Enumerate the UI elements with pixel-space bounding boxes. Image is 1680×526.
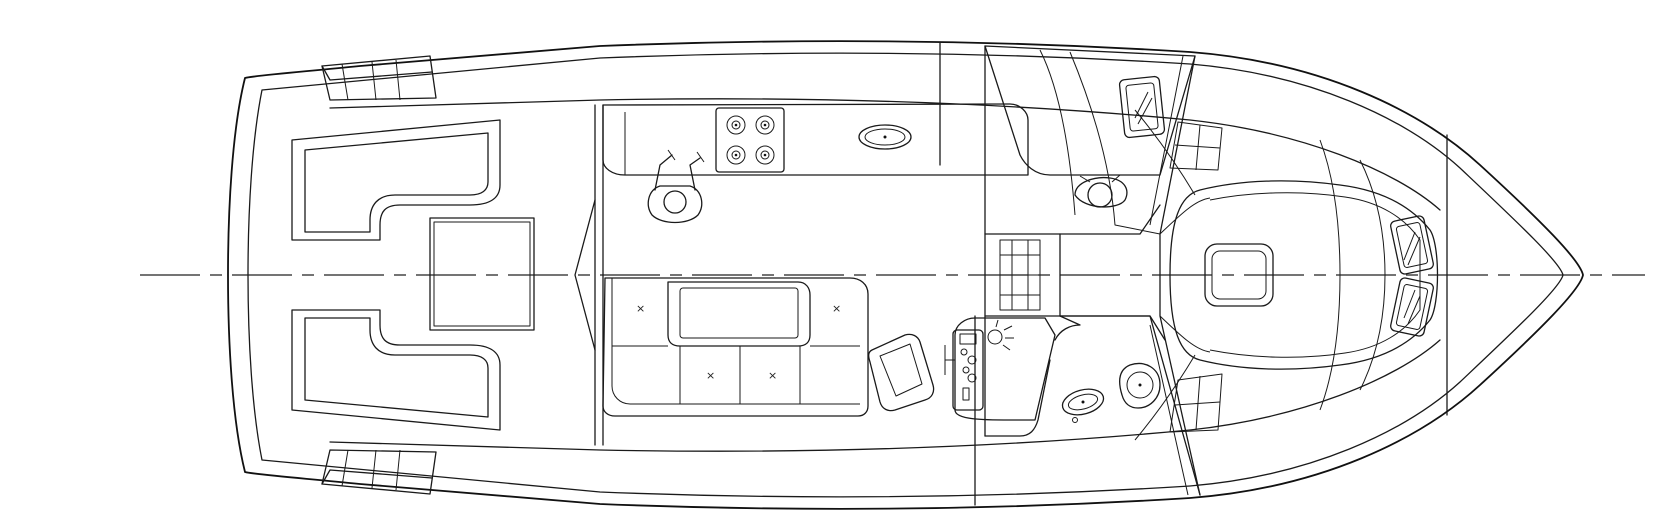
lamp-icon — [987, 319, 1014, 351]
hull-outline — [227, 40, 1584, 510]
locker-grid-top — [1169, 121, 1223, 171]
toilet-icon — [1118, 362, 1161, 409]
fwd-hatch-top — [1390, 215, 1434, 275]
galley — [602, 103, 1029, 176]
port-cabinet — [984, 359, 1051, 437]
seat-cross: × — [768, 369, 777, 382]
stove-icon — [715, 107, 785, 173]
helm-bulkhead — [939, 41, 986, 506]
hull — [227, 40, 1584, 510]
companionway — [984, 204, 1166, 341]
fwd-hatch-bottom — [1390, 277, 1434, 337]
head-starboard — [984, 45, 1196, 235]
toilet-icon — [1074, 174, 1128, 208]
sink-icon — [858, 124, 912, 150]
cockpit-seating — [291, 119, 501, 431]
deck-edge — [247, 52, 1564, 498]
helm-panel-icon — [944, 317, 1056, 421]
person-icon — [647, 149, 705, 224]
cabin-top-starboard — [329, 98, 1441, 211]
aft-steps-bottom — [321, 449, 437, 495]
v-berth — [1134, 109, 1439, 441]
dinette: × × × × — [602, 277, 869, 417]
seat-cross: × — [832, 302, 841, 315]
aft-steps-top — [321, 55, 437, 101]
head-port — [1054, 315, 1201, 496]
seat-cross: × — [706, 369, 715, 382]
cabin-top-port — [329, 339, 1441, 452]
helm-seat — [868, 333, 935, 412]
cockpit-hatch — [429, 217, 535, 331]
locker-grid-bottom — [1169, 373, 1223, 433]
seat-cross: × — [636, 302, 645, 315]
sink-icon — [1061, 388, 1105, 423]
